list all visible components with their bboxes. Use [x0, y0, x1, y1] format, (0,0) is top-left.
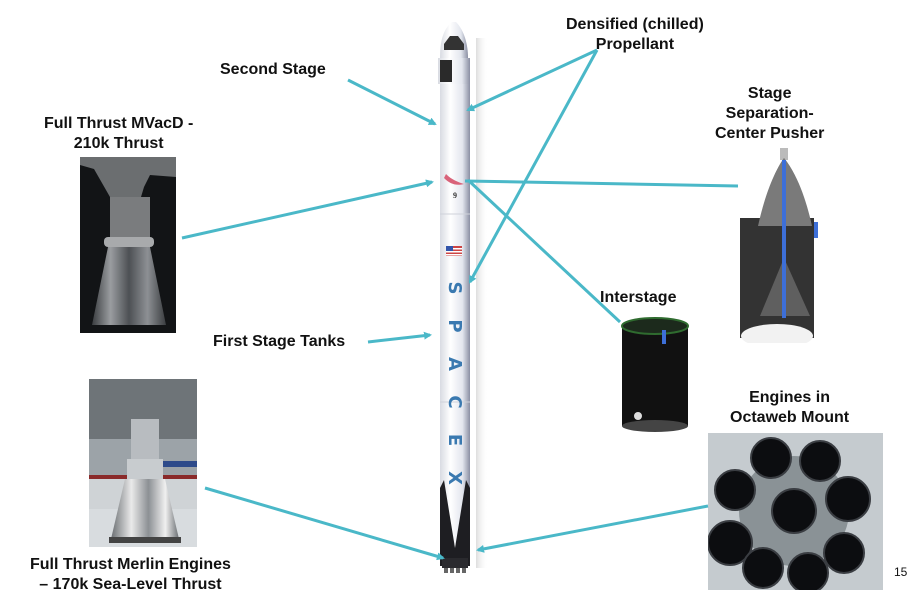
spacex-letter: C — [444, 395, 465, 408]
merlin-engine-drawing — [89, 379, 197, 547]
label-densified-propellant: Densified (chilled) Propellant — [566, 15, 704, 55]
octaweb-engine — [823, 532, 865, 574]
octaweb-engine — [708, 520, 753, 566]
label-second-stage: Second Stage — [220, 61, 326, 78]
spacex-letter: E — [444, 434, 465, 446]
label-first-stage-tanks: First Stage Tanks — [213, 333, 346, 350]
octaweb-engine — [787, 552, 829, 590]
us-flag-icon — [446, 246, 462, 256]
label-stage-separation: Stage Separation- Center Pusher — [715, 84, 824, 144]
label-stage-sep-line1: Stage — [747, 85, 792, 102]
label-mvacd: Full Thrust MVacD - 210k Thrust — [44, 114, 193, 154]
label-densified-line1: Densified (chilled) — [566, 16, 704, 33]
label-octaweb: Engines in Octaweb Mount — [730, 388, 849, 428]
spacex-letter: P — [444, 319, 465, 332]
callout-octaweb — [476, 504, 709, 553]
octaweb-drawing — [708, 433, 883, 590]
callout-densified-upper — [466, 48, 598, 112]
callout-merlin — [204, 486, 445, 561]
octaweb-engine — [714, 469, 756, 511]
falcon9-rocket-image: 9 S P A C E X — [428, 18, 488, 578]
callout-second-stage — [347, 78, 437, 126]
interstage-image — [618, 316, 693, 441]
label-stage-sep-line2: Separation- — [725, 105, 814, 122]
label-densified-line2: Propellant — [595, 36, 675, 53]
interstage-drawing — [621, 317, 689, 432]
callout-mvacd — [181, 179, 434, 240]
label-mvacd-line2: 210k Thrust — [73, 135, 164, 152]
callout-densified-lower — [468, 49, 599, 284]
label-merlin-line1: Full Thrust Merlin Engines — [30, 556, 231, 573]
page-number: 15 — [894, 565, 908, 579]
callout-interstage — [466, 178, 622, 324]
spacex-letter: A — [444, 357, 465, 371]
mvacd-engine-drawing — [80, 157, 176, 325]
merlin-engine-image — [89, 379, 197, 547]
falcon-logo-icon — [444, 174, 464, 185]
falcon9-rocket-drawing: 9 S P A C E X — [438, 22, 488, 573]
label-octaweb-line1: Engines in — [749, 389, 830, 406]
spacex-letter: S — [444, 282, 465, 295]
mvacd-engine-image — [80, 157, 176, 333]
octaweb-engine — [825, 476, 871, 522]
label-interstage: Interstage — [600, 289, 677, 306]
label-merlin-line2: – 170k Sea-Level Thrust — [39, 576, 222, 593]
octaweb-engine — [742, 547, 784, 589]
vehicle-mark: 9 — [453, 191, 457, 200]
stage-separation-drawing — [740, 148, 818, 343]
label-merlin-engines: Full Thrust Merlin Engines – 170k Sea-Le… — [30, 555, 231, 595]
label-mvacd-line1: Full Thrust MVacD - — [44, 115, 194, 132]
spacex-letter: X — [444, 471, 465, 485]
stage-separation-image — [740, 148, 830, 343]
label-stage-sep-line3: Center Pusher — [715, 125, 825, 142]
octaweb-engine — [750, 437, 792, 479]
octaweb-engine — [771, 488, 817, 534]
octaweb-engine — [799, 440, 841, 482]
octaweb-image — [708, 433, 883, 590]
label-octaweb-line2: Octaweb Mount — [730, 409, 850, 426]
callout-stage-separation — [464, 179, 739, 188]
callout-first-stage-tanks — [367, 331, 432, 344]
